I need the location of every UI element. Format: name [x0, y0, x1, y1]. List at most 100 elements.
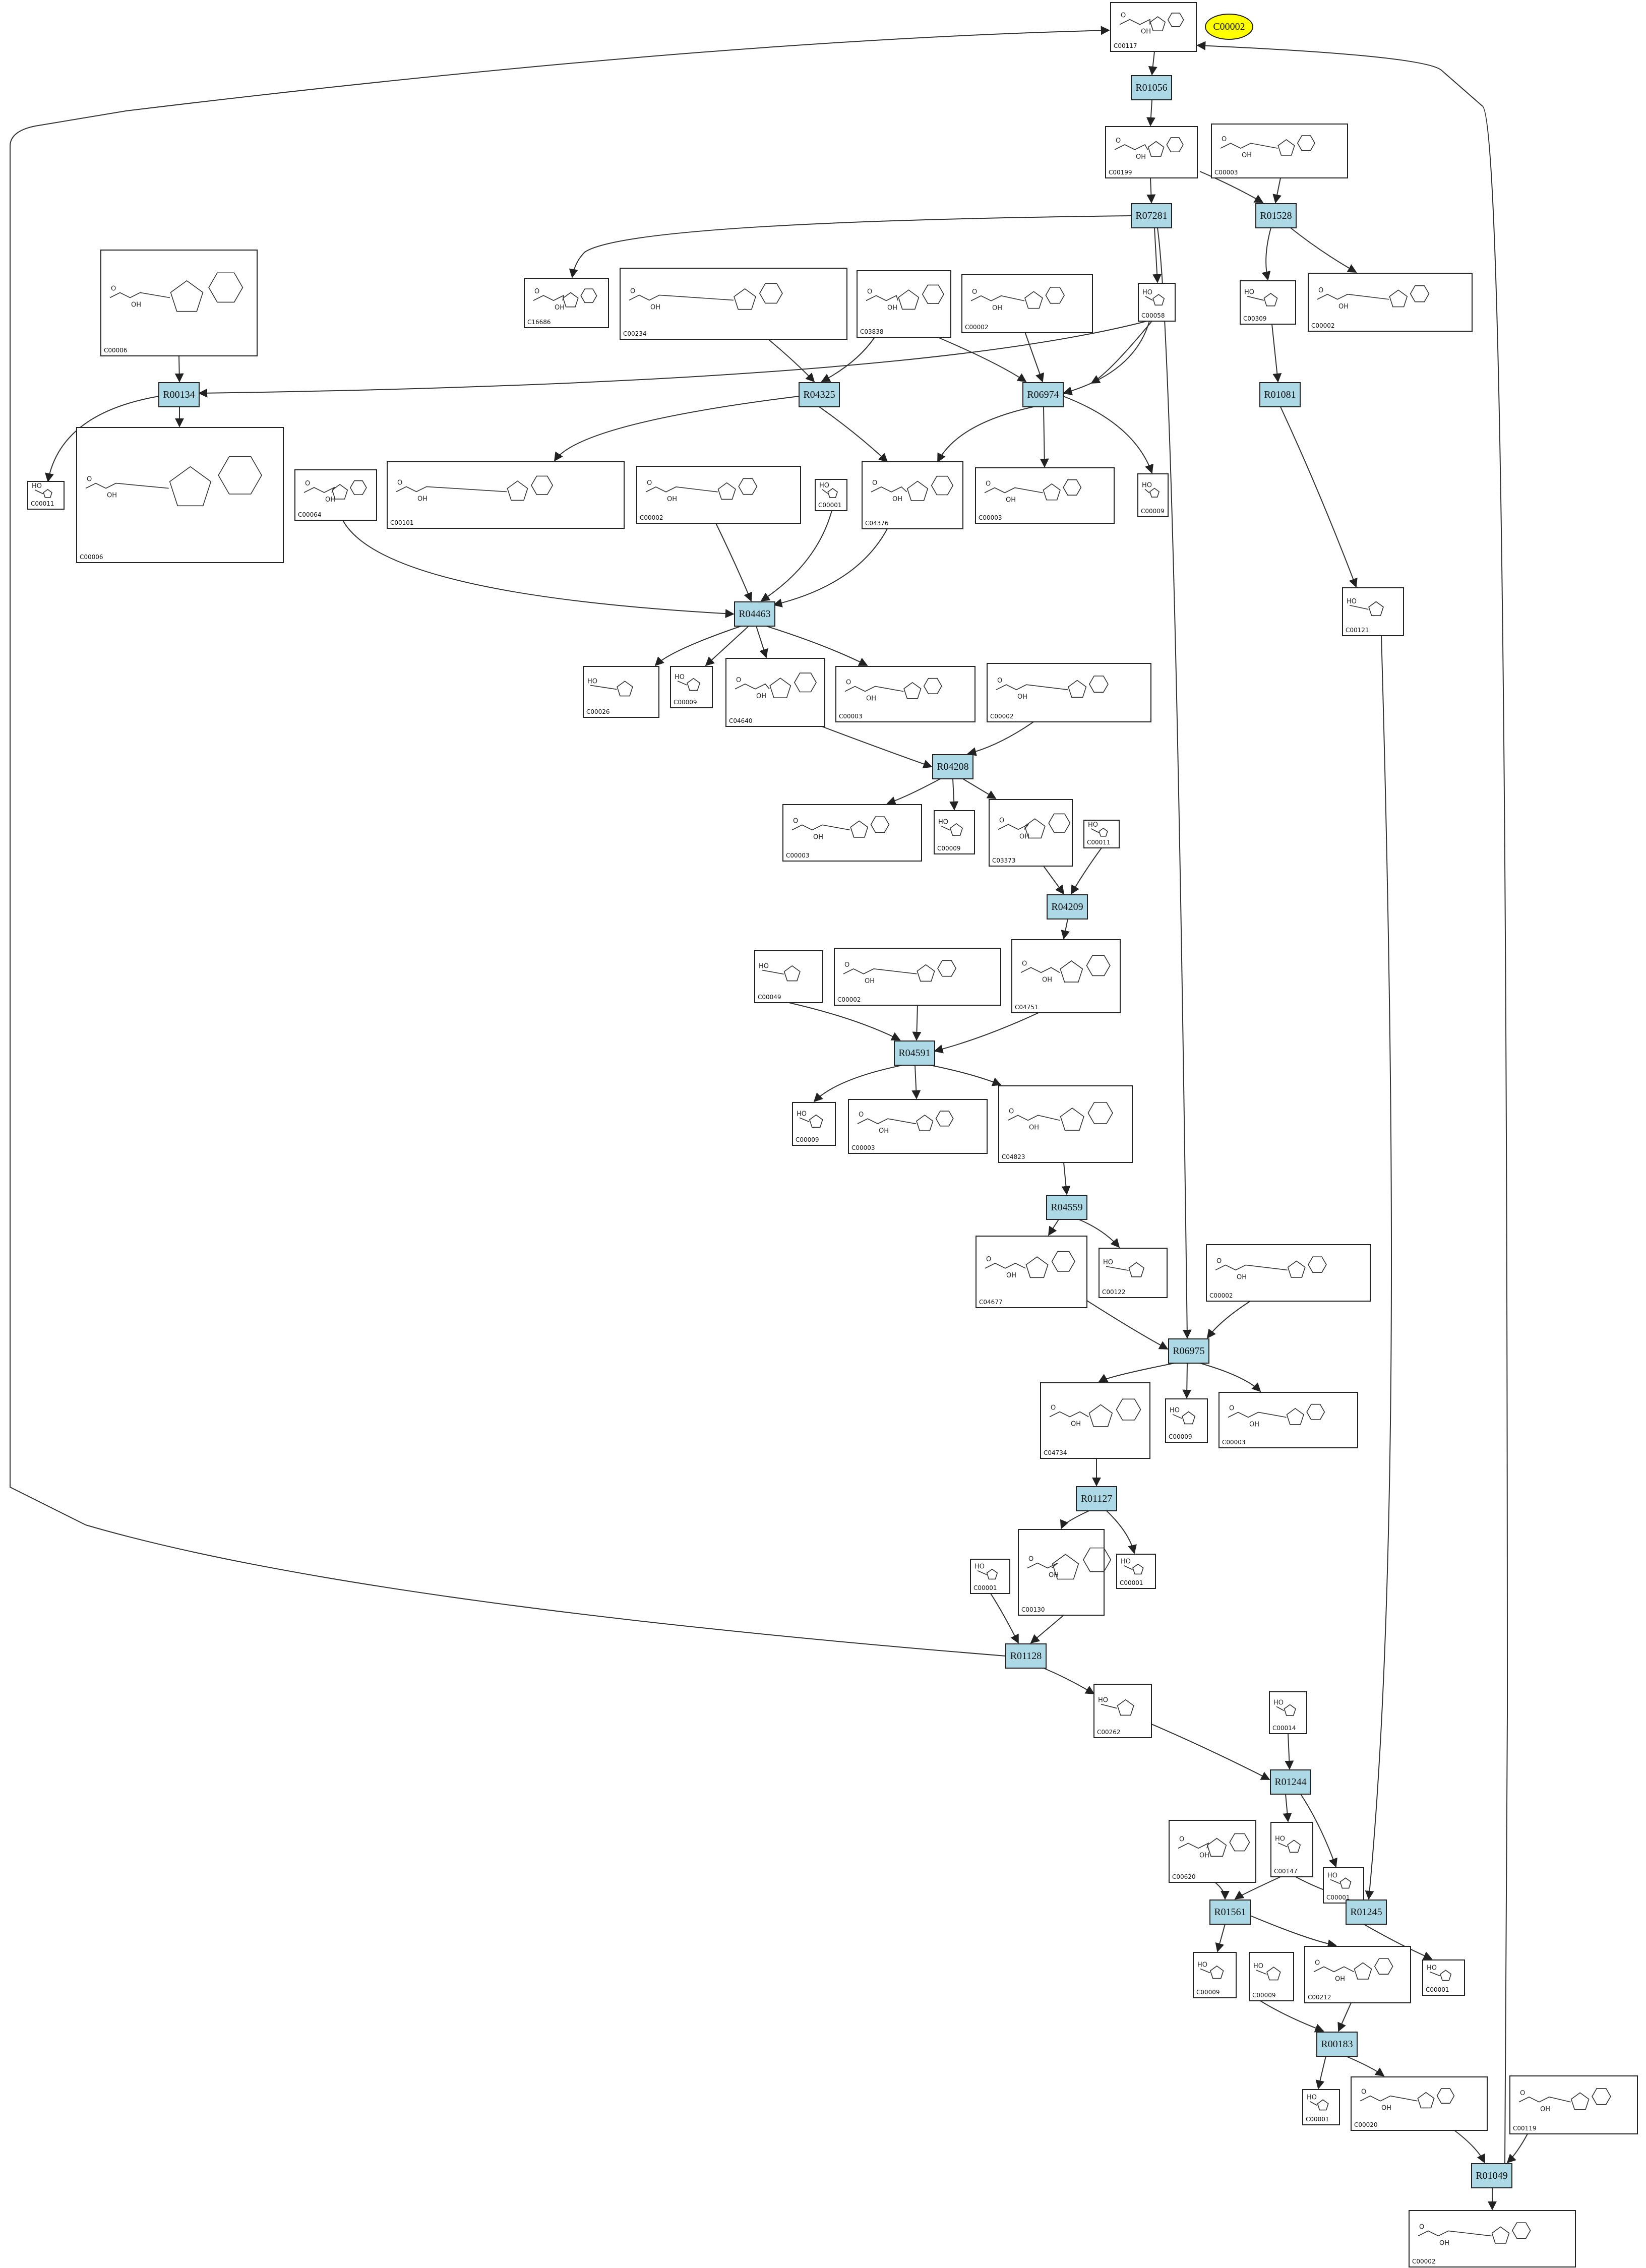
reaction-edge: [1098, 1363, 1175, 1382]
reaction-node[interactable]: R01561: [1209, 1899, 1251, 1925]
svg-text:OH: OH: [650, 303, 660, 311]
reaction-node[interactable]: R01081: [1259, 382, 1301, 407]
reaction-node[interactable]: R04591: [894, 1040, 935, 1066]
reaction-node[interactable]: R00183: [1316, 2032, 1358, 2057]
compound-id: C00003: [1214, 169, 1238, 176]
reaction-node[interactable]: R06975: [1168, 1338, 1209, 1364]
svg-text:O: O: [111, 285, 116, 293]
reaction-id: R01056: [1135, 82, 1167, 93]
reaction-node[interactable]: R01244: [1270, 1769, 1311, 1795]
svg-text:HO: HO: [819, 482, 829, 489]
reaction-node[interactable]: R01127: [1076, 1486, 1117, 1511]
compound-id: C00003: [979, 514, 1002, 521]
compound-id: C00003: [786, 852, 810, 859]
reaction-node[interactable]: R01056: [1131, 75, 1172, 100]
reaction-node[interactable]: R01128: [1005, 1643, 1047, 1669]
reaction-node[interactable]: R04208: [932, 754, 973, 779]
reaction-edge: [1271, 324, 1282, 383]
reaction-id: R04559: [1051, 1202, 1082, 1213]
reaction-node[interactable]: R01245: [1346, 1899, 1387, 1925]
reaction-node[interactable]: R01049: [1471, 2163, 1512, 2188]
compound-box: [1093, 1684, 1152, 1738]
compound-box: [792, 1102, 836, 1146]
reaction-node[interactable]: R04325: [799, 382, 840, 407]
svg-text:O: O: [846, 679, 851, 687]
reaction-node[interactable]: R07281: [1131, 203, 1172, 228]
svg-text:O: O: [647, 479, 652, 487]
reaction-box: [1168, 1338, 1209, 1364]
reaction-node[interactable]: R04559: [1046, 1195, 1087, 1220]
reaction-id: R06974: [1027, 389, 1059, 400]
reaction-edge: [1048, 1219, 1059, 1236]
reaction-node[interactable]: R06974: [1022, 382, 1064, 407]
reaction-node[interactable]: R04209: [1047, 894, 1088, 920]
reaction-id: R01049: [1476, 2170, 1507, 2181]
legend-node[interactable]: C00002: [1205, 14, 1253, 40]
svg-text:OH: OH: [1006, 497, 1016, 504]
reaction-edge: [1196, 41, 1508, 2164]
reaction-node[interactable]: R04463: [734, 601, 775, 627]
reaction-node[interactable]: R01528: [1255, 203, 1297, 228]
reaction-node[interactable]: R00134: [158, 382, 200, 407]
reaction-edge: [886, 778, 941, 806]
